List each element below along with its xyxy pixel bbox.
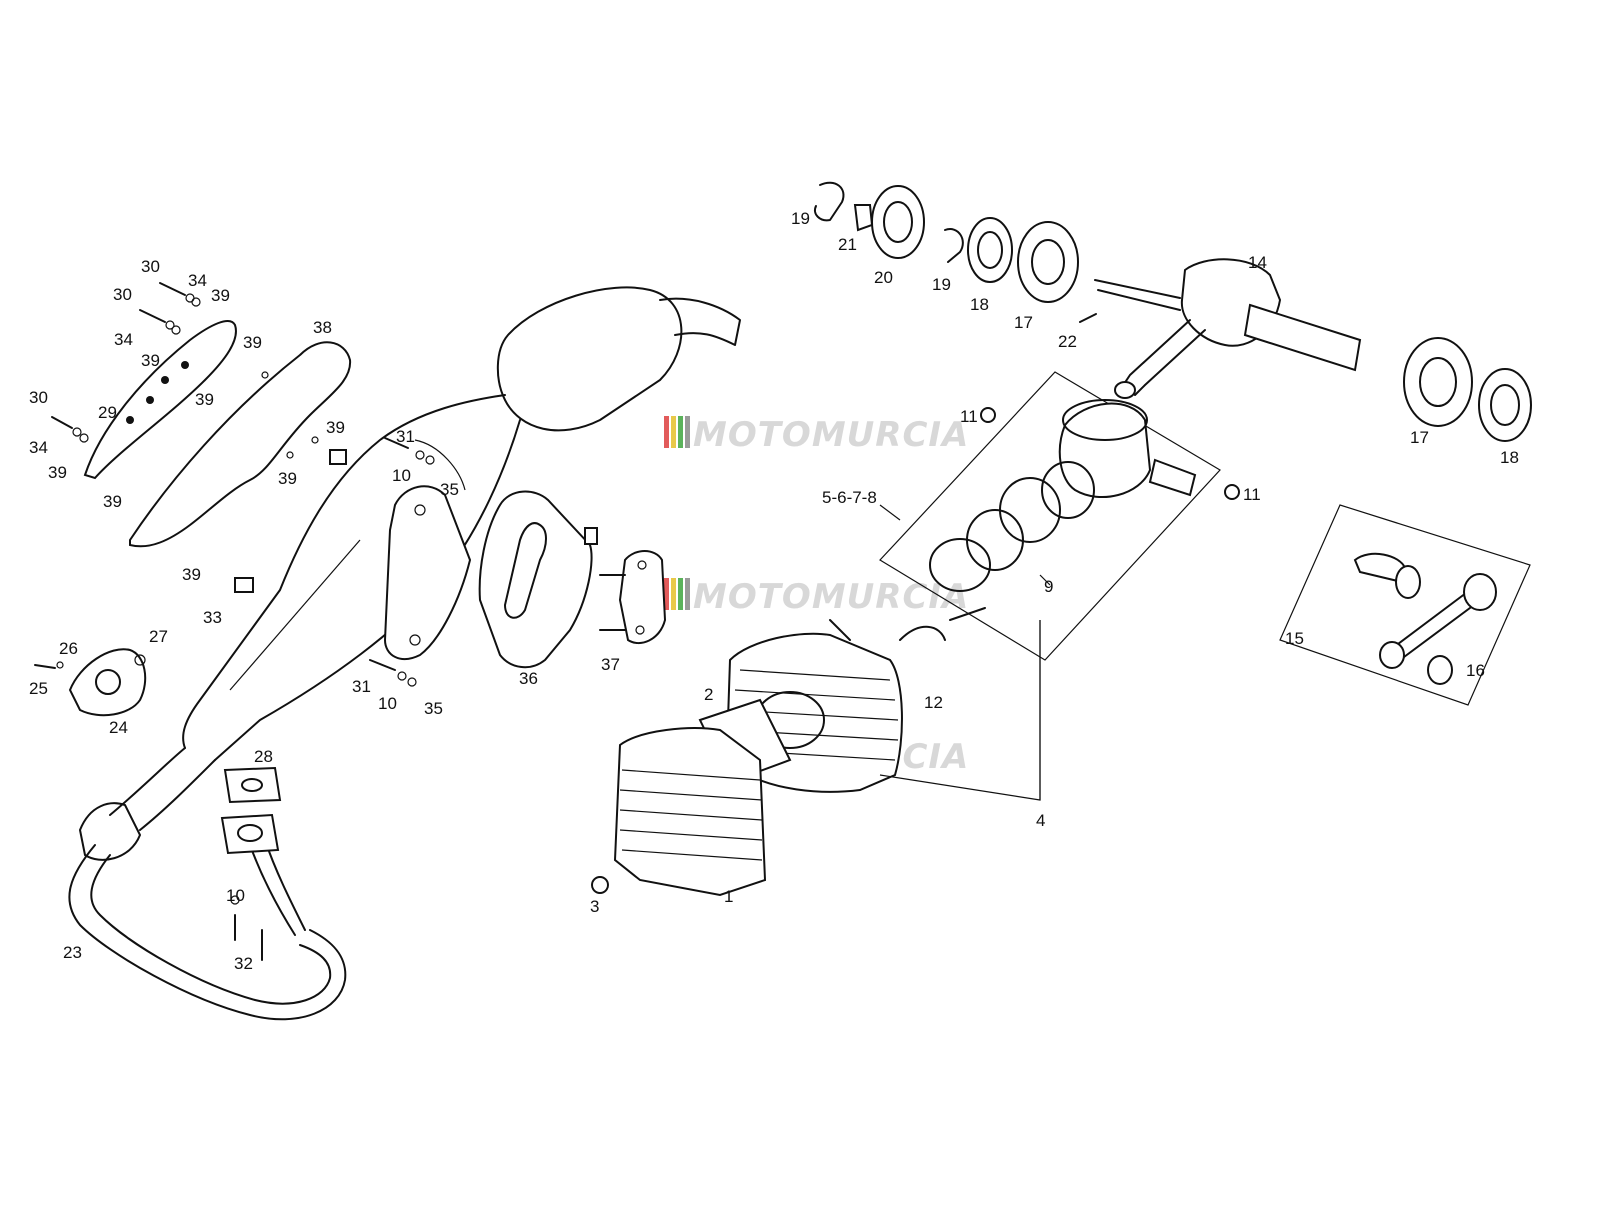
label-10: 10 xyxy=(226,886,245,905)
label-35: 35 xyxy=(440,480,459,499)
label-15: 15 xyxy=(1285,629,1304,648)
screws-lower xyxy=(230,895,263,961)
manifold-flange xyxy=(599,550,667,645)
label-32: 32 xyxy=(234,954,253,973)
label-22: 22 xyxy=(1058,332,1077,351)
label-25: 25 xyxy=(29,679,48,698)
heat-shield xyxy=(129,341,352,548)
label-39: 39 xyxy=(48,463,67,482)
label-3: 3 xyxy=(590,897,599,916)
label-19: 19 xyxy=(791,209,810,228)
label-10: 10 xyxy=(392,466,411,485)
label-21: 21 xyxy=(838,235,857,254)
watermark-1: MOTOMURCIA xyxy=(664,415,969,455)
label-5-6-7-8: 5-6-7-8 xyxy=(822,488,877,507)
mount-bracket xyxy=(369,437,472,687)
leader-lines xyxy=(414,439,1051,586)
label-39: 39 xyxy=(243,333,262,352)
label-23: 23 xyxy=(63,943,82,962)
label-34: 34 xyxy=(114,330,133,349)
label-17: 17 xyxy=(1410,428,1429,447)
label-38: 38 xyxy=(313,318,332,337)
nut-11-right xyxy=(1224,484,1240,500)
svg-text:MOTOMURCIA: MOTOMURCIA xyxy=(693,577,969,617)
label-11: 11 xyxy=(960,407,978,426)
label-17: 17 xyxy=(1014,313,1033,332)
label-39: 39 xyxy=(141,351,160,370)
label-31: 31 xyxy=(396,427,415,446)
manifold-gasket xyxy=(478,490,598,669)
crank-right-bearings xyxy=(1403,337,1532,442)
label-18: 18 xyxy=(1500,448,1519,467)
label-39: 39 xyxy=(211,286,230,305)
clip xyxy=(329,449,347,465)
label-37: 37 xyxy=(601,655,620,674)
label-4: 4 xyxy=(1036,811,1045,830)
nut-11-top xyxy=(980,407,996,423)
label-27: 27 xyxy=(149,627,168,646)
exhaust-gaskets xyxy=(220,766,282,855)
cylinder-head xyxy=(613,727,767,897)
label-36: 36 xyxy=(519,669,538,688)
label-30: 30 xyxy=(113,285,132,304)
label-28: 28 xyxy=(254,747,273,766)
label-29: 29 xyxy=(98,403,117,422)
label-34: 34 xyxy=(29,438,48,457)
label-16: 16 xyxy=(1466,661,1485,680)
watermark-2: MOTOMURCIA xyxy=(664,577,969,617)
label-19: 19 xyxy=(932,275,951,294)
label-30: 30 xyxy=(29,388,48,407)
label-14: 14 xyxy=(1248,253,1267,272)
small-bolts-left xyxy=(51,282,201,443)
label-18: 18 xyxy=(970,295,989,314)
label-39: 39 xyxy=(278,469,297,488)
label-33: 33 xyxy=(203,608,222,627)
label-11: 11 xyxy=(1243,485,1261,504)
crank-top-parts xyxy=(814,181,1097,323)
label-39: 39 xyxy=(103,492,122,511)
label-1: 1 xyxy=(724,887,733,906)
cylinder xyxy=(726,607,1041,801)
clamp-block xyxy=(234,577,254,593)
label-24: 24 xyxy=(109,718,128,737)
label-39: 39 xyxy=(195,390,214,409)
label-35: 35 xyxy=(424,699,443,718)
guard-plate xyxy=(83,320,237,480)
label-31: 31 xyxy=(352,677,371,696)
label-12: 12 xyxy=(924,693,943,712)
svg-text:MOTOMURCIA: MOTOMURCIA xyxy=(693,415,969,455)
piston-kit xyxy=(879,371,1221,661)
label-30: 30 xyxy=(141,257,160,276)
part-labels: 1 2 3 4 5-6-7-8 9 10 10 10 11 11 12 14 1… xyxy=(29,209,1519,973)
label-9: 9 xyxy=(1044,577,1053,596)
label-26: 26 xyxy=(59,639,78,658)
exhaust-assembly xyxy=(68,286,741,1021)
head-nut xyxy=(591,876,609,894)
label-20: 20 xyxy=(874,268,893,287)
label-34: 34 xyxy=(188,271,207,290)
conrod-kit xyxy=(1279,504,1531,706)
crankshaft xyxy=(1094,258,1362,399)
label-39: 39 xyxy=(326,418,345,437)
label-10: 10 xyxy=(378,694,397,713)
label-2: 2 xyxy=(704,685,713,704)
label-39: 39 xyxy=(182,565,201,584)
exhaust-flange xyxy=(34,648,147,717)
